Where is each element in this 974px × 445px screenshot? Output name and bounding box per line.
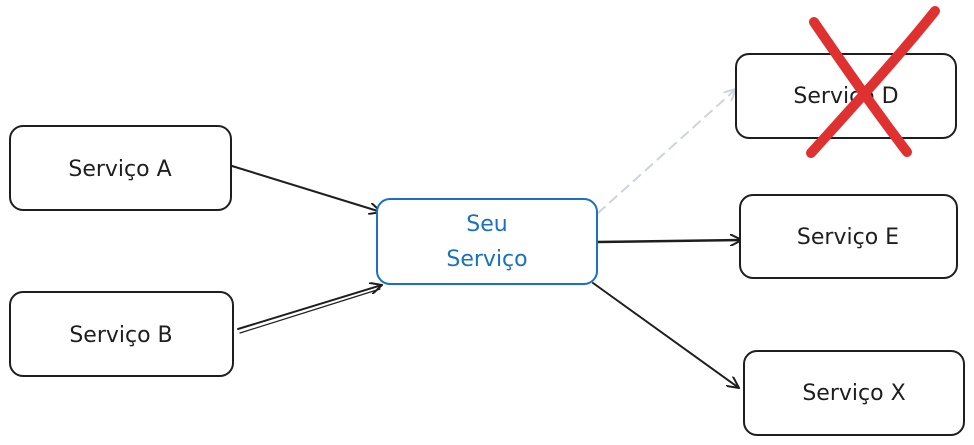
node-seu-servico-label-line2: Serviço [446,247,527,272]
node-servico-x[interactable]: Serviço X [743,350,965,436]
node-seu-servico-label-line1: Seu [466,212,507,237]
node-servico-b-label: Serviço B [69,323,172,348]
node-servico-e[interactable]: Serviço E [739,194,958,279]
edge-seu-servico-to-servico-d [597,88,737,214]
edge-seu-servico-to-servico-e [595,240,744,242]
x-mark-icon [806,6,940,158]
node-servico-a-label: Serviço A [68,157,171,182]
edge-seu-servico-to-servico-x [592,282,740,389]
node-servico-x-label: Serviço X [802,381,905,406]
node-servico-b[interactable]: Serviço B [9,291,234,377]
node-servico-e-label: Serviço E [797,225,899,250]
node-seu-servico[interactable]: Seu Serviço [376,198,598,285]
node-servico-d[interactable]: Serviço D [735,53,957,139]
node-servico-d-label: Serviço D [793,84,898,109]
edge-servico-b-to-seu-servico [237,285,383,334]
node-servico-a[interactable]: Serviço A [9,125,232,211]
edge-servico-a-to-seu-servico [231,165,382,212]
